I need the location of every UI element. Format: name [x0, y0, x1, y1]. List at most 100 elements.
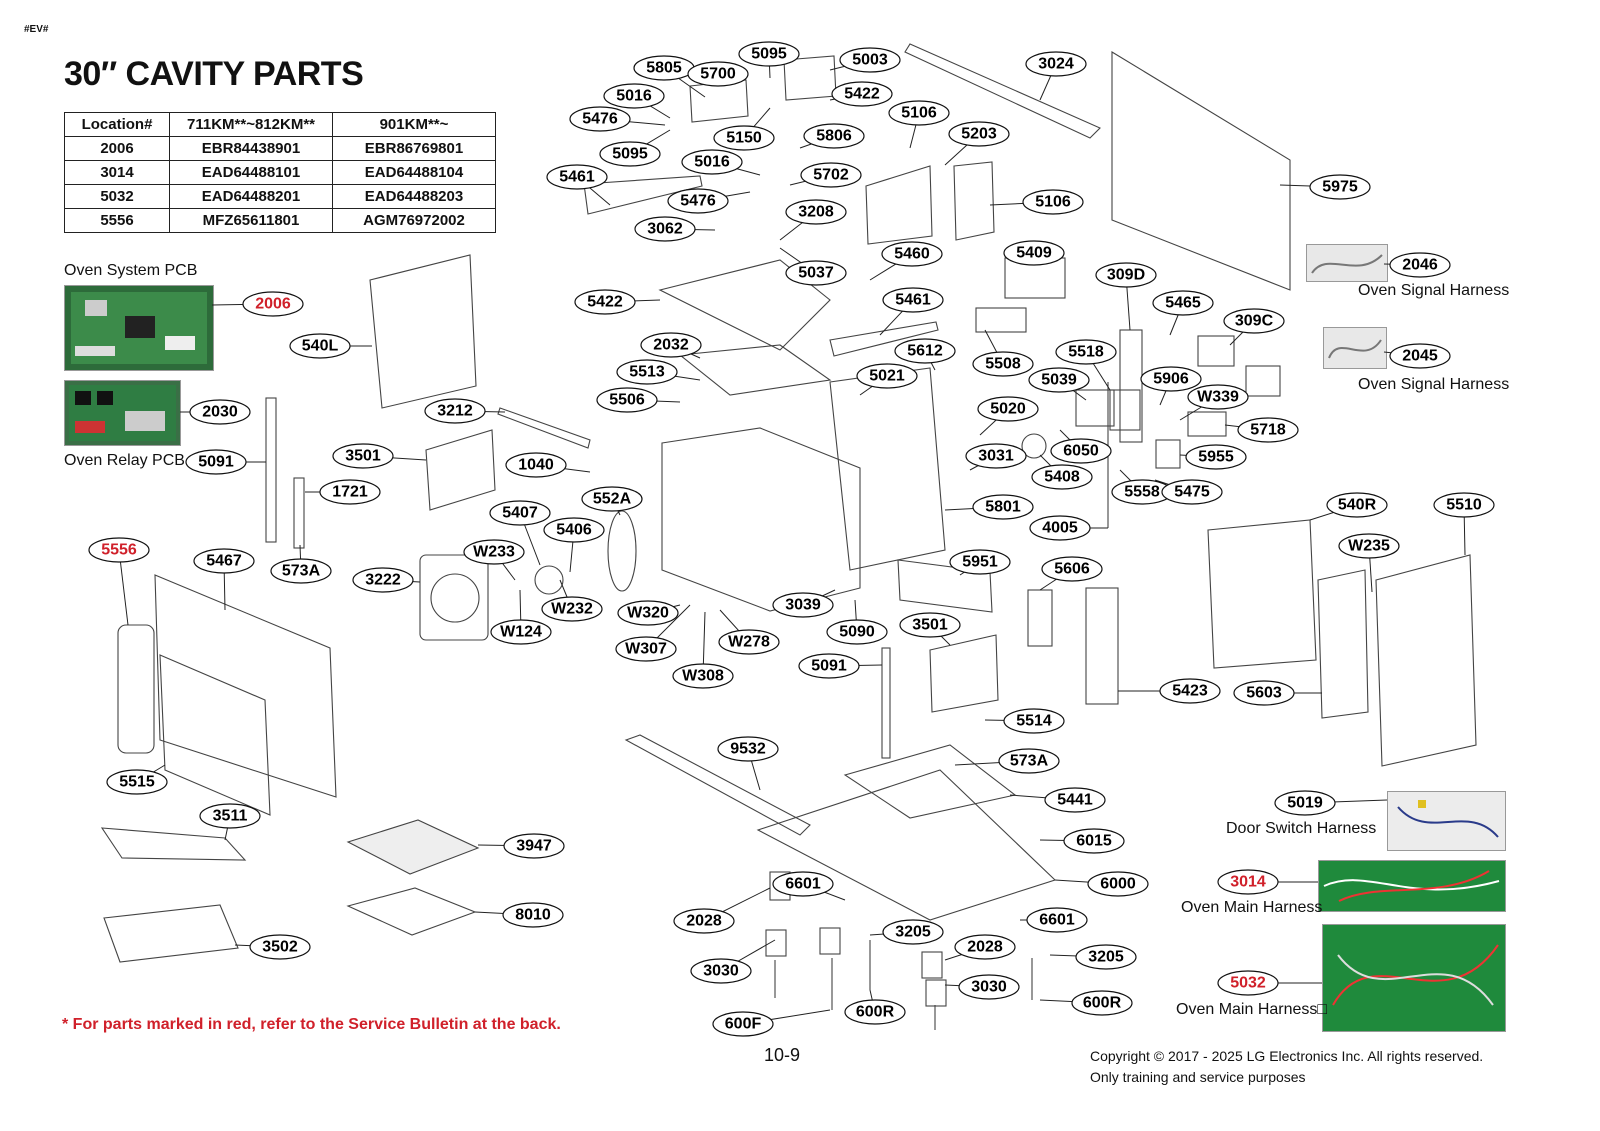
callout-label: 3212: [437, 403, 473, 420]
callout-label: 5805: [646, 60, 682, 77]
callout-label: 5556: [101, 542, 137, 559]
part-3030c: [925, 979, 947, 1007]
oven-main-harness-photo: [1318, 860, 1506, 912]
callout-bubble: [673, 908, 735, 934]
callout-bubble: [1095, 262, 1157, 288]
callout-3947: 3947: [503, 833, 565, 859]
callout-3039: 3039: [772, 592, 834, 618]
callout-label: 5106: [901, 105, 937, 122]
callout-bubble: [800, 162, 862, 188]
callout-label: 5955: [1198, 449, 1234, 466]
callout-label: W320: [627, 605, 669, 622]
callout-5095: 5095: [738, 41, 800, 67]
callout-bubble: [1063, 828, 1125, 854]
door-switch-harness-photo: [1387, 791, 1506, 851]
callout-5806: 5806: [803, 123, 865, 149]
callout-bubble: [882, 919, 944, 945]
part-3222: [419, 554, 489, 641]
callout-bubble: [1003, 240, 1065, 266]
callout-bubble: [1031, 464, 1093, 490]
callout-label: 5806: [816, 128, 852, 145]
location-table: Location# 711KM**~812KM** 901KM**~ 2006 …: [64, 112, 496, 233]
pcb-icon: [69, 385, 176, 441]
callout-600r: 600R: [844, 999, 906, 1025]
callout-bubble: [88, 537, 150, 563]
callout-5441: 5441: [1044, 787, 1106, 813]
part-9532: [624, 734, 811, 836]
callout-bubble: [713, 125, 775, 151]
callout-label: 2028: [686, 913, 722, 930]
callout-bubble: [681, 149, 743, 175]
callout-5423: 5423: [1159, 678, 1221, 704]
callout-bubble: [1152, 290, 1214, 316]
header-tag: #EV#: [24, 24, 49, 35]
callout-label: 573A: [1010, 753, 1049, 770]
part-5556: [117, 624, 155, 754]
callout-5091: 5091: [798, 653, 860, 679]
callout-label: 5422: [587, 294, 623, 311]
callout-3205: 3205: [882, 919, 944, 945]
callout-label: 3502: [262, 939, 298, 956]
callout-5106: 5106: [1022, 189, 1084, 215]
callout-w235: W235: [1338, 533, 1400, 559]
part-3030b: [819, 927, 841, 955]
callout-label: 8010: [515, 907, 551, 924]
callout-552a: 552A: [581, 486, 643, 512]
oven-signal-harness-photo: [1306, 244, 1388, 282]
usage-note: Only training and service purposes: [1090, 1069, 1306, 1085]
callout-label: W232: [551, 601, 593, 618]
part-5091b: [881, 647, 891, 759]
callout-bubble: [667, 188, 729, 214]
callout-bubble: [1029, 515, 1091, 541]
callout-bubble: [888, 100, 950, 126]
table-cell: 5032: [64, 184, 170, 209]
callout-5095: 5095: [599, 141, 661, 167]
part-5091: [265, 397, 277, 543]
callout-2032: 2032: [640, 332, 702, 358]
callout-bubble: [965, 443, 1027, 469]
part-5510: [1375, 554, 1477, 767]
callout-label: 1040: [518, 457, 554, 474]
callout-bubble: [690, 958, 752, 984]
table-row: 5556 MFZ65611801 AGM76972002: [64, 208, 496, 233]
callout-bubble: [1050, 438, 1112, 464]
callout-5090: 5090: [826, 619, 888, 645]
callout-bubble: [616, 359, 678, 385]
callout-309c: 309C: [1223, 308, 1285, 334]
part-3212: [497, 407, 591, 449]
callout-5955: 5955: [1185, 444, 1247, 470]
callout-bubble: [185, 449, 247, 475]
callout-label: W308: [682, 668, 724, 685]
callout-label: 3024: [1038, 56, 1074, 73]
callout-5801: 5801: [972, 494, 1034, 520]
callout-label: W307: [625, 641, 667, 658]
part-cavity: [661, 427, 861, 612]
callout-5016: 5016: [681, 149, 743, 175]
callout-bubble: [543, 517, 605, 543]
callout-label: 3062: [647, 221, 683, 238]
callout-bubble: [1389, 343, 1451, 369]
callout-bubble: [718, 629, 780, 655]
callout-5805: 5805: [633, 55, 695, 81]
callout-bubble: [977, 396, 1039, 422]
callout-5021: 5021: [856, 363, 918, 389]
callout-label: 5801: [985, 499, 1021, 516]
part-552A: [607, 510, 637, 592]
callout-label: 5150: [726, 130, 762, 147]
callout-label: 5020: [990, 401, 1026, 418]
oven-main-harness-label: Oven Main Harness: [1181, 899, 1323, 916]
callout-bubble: [1025, 51, 1087, 77]
part-3024: [904, 43, 1101, 139]
callout-bubble: [1237, 417, 1299, 443]
callout-label: 6000: [1100, 876, 1136, 893]
callout-540r: 540R: [1326, 492, 1388, 518]
callout-label: 9532: [730, 741, 766, 758]
callout-bubble: [1389, 252, 1451, 278]
callout-label: 5016: [616, 88, 652, 105]
callout-bubble: [1075, 944, 1137, 970]
part-5106b: [953, 161, 995, 241]
page-title: 30″ CAVITY PARTS: [64, 55, 364, 93]
callout-5476: 5476: [667, 188, 729, 214]
part-2032: [678, 344, 832, 396]
oven-system-pcb-label: Oven System PCB: [64, 262, 198, 279]
